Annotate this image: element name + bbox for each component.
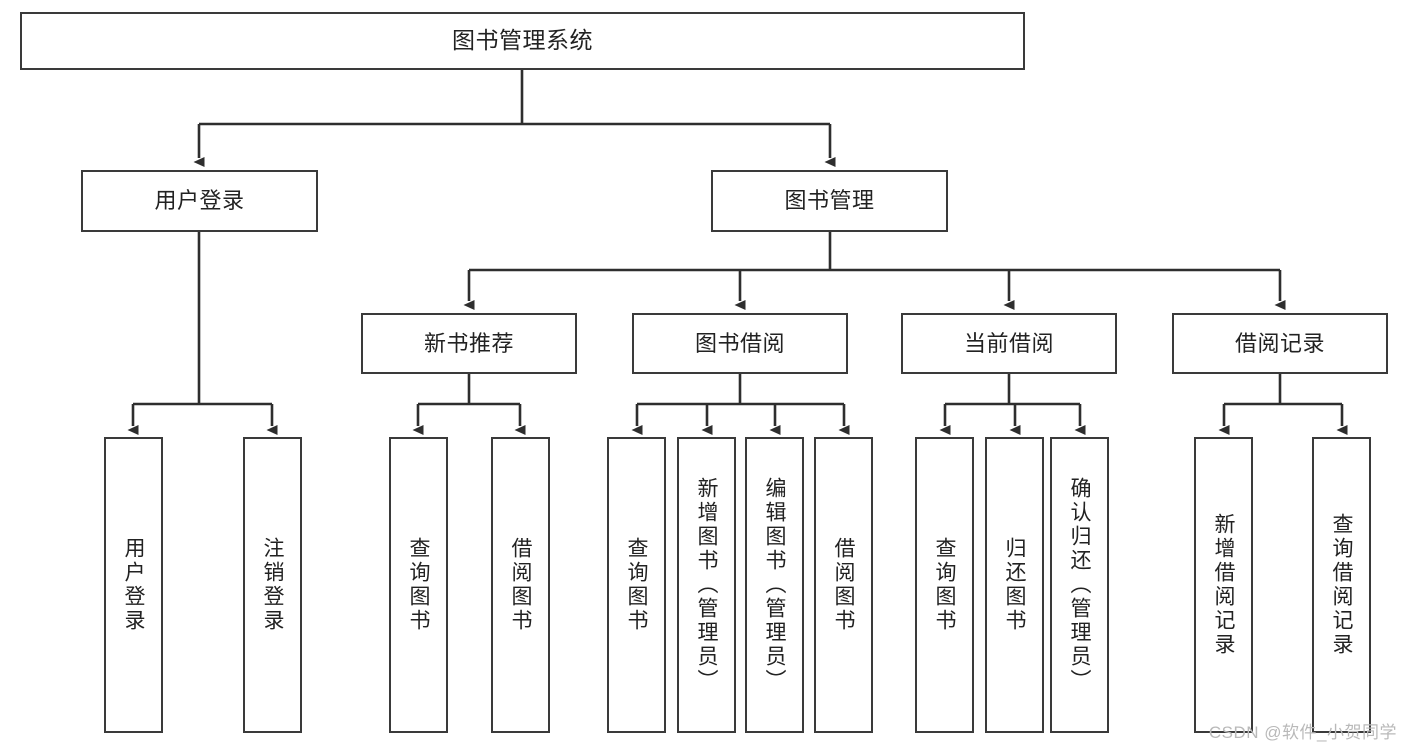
node-label: 图书管理系统 <box>452 27 593 54</box>
leaf-logout[interactable]: 注销登录 <box>243 437 302 733</box>
leaf-confirm-return[interactable]: 确认归还（管理员） <box>1050 437 1109 733</box>
leaf-edit-book[interactable]: 编辑图书（管理员） <box>745 437 804 733</box>
node-label: 确认归还（管理员） <box>1068 477 1091 693</box>
node-new-book-recommend[interactable]: 新书推荐 <box>361 313 577 374</box>
node-label: 借阅记录 <box>1234 330 1325 356</box>
node-root[interactable]: 图书管理系统 <box>20 12 1025 70</box>
leaf-add-record[interactable]: 新增借阅记录 <box>1194 437 1253 733</box>
node-book-manage[interactable]: 图书管理 <box>711 170 948 232</box>
node-label: 查询图书 <box>933 537 956 633</box>
node-label: 图书借阅 <box>694 330 785 356</box>
node-label: 注销登录 <box>261 537 284 633</box>
node-current-borrow[interactable]: 当前借阅 <box>901 313 1117 374</box>
node-user-login[interactable]: 用户登录 <box>81 170 318 232</box>
node-label: 图书管理 <box>784 188 875 214</box>
leaf-borrow-book-2[interactable]: 借阅图书 <box>814 437 873 733</box>
leaf-query-book-2[interactable]: 查询图书 <box>607 437 666 733</box>
leaf-return-book[interactable]: 归还图书 <box>985 437 1044 733</box>
node-label: 查询图书 <box>407 537 430 633</box>
node-label: 用户登录 <box>122 537 145 633</box>
node-book-borrow[interactable]: 图书借阅 <box>632 313 848 374</box>
leaf-query-book-1[interactable]: 查询图书 <box>389 437 448 733</box>
leaf-add-book[interactable]: 新增图书（管理员） <box>677 437 736 733</box>
node-label: 借阅图书 <box>832 537 855 633</box>
leaf-query-book-3[interactable]: 查询图书 <box>915 437 974 733</box>
leaf-query-record[interactable]: 查询借阅记录 <box>1312 437 1371 733</box>
node-label: 当前借阅 <box>963 330 1054 356</box>
node-label: 编辑图书（管理员） <box>763 477 786 693</box>
watermark-text: CSDN @软件_小贺同学 <box>1208 723 1397 742</box>
node-label: 新增图书（管理员） <box>695 477 718 693</box>
node-label: 查询图书 <box>625 537 648 633</box>
node-label: 查询借阅记录 <box>1330 513 1353 657</box>
node-label: 用户登录 <box>154 188 245 214</box>
leaf-borrow-book-1[interactable]: 借阅图书 <box>491 437 550 733</box>
node-label: 借阅图书 <box>509 537 532 633</box>
node-label: 新书推荐 <box>423 330 514 356</box>
node-borrow-record[interactable]: 借阅记录 <box>1172 313 1388 374</box>
leaf-user-login[interactable]: 用户登录 <box>104 437 163 733</box>
node-label: 新增借阅记录 <box>1212 513 1235 657</box>
node-label: 归还图书 <box>1003 537 1026 633</box>
